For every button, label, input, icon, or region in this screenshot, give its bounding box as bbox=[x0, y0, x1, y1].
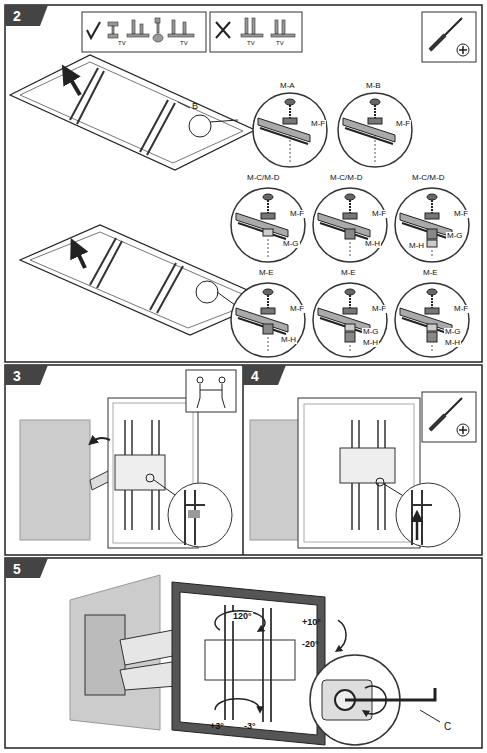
detail-circle bbox=[395, 188, 469, 262]
part-label: M-B bbox=[366, 82, 381, 90]
part-label: TV bbox=[247, 40, 255, 46]
step-number: 3 bbox=[13, 369, 21, 383]
part-label: M-E bbox=[259, 269, 274, 277]
part-label: M-C/M-D bbox=[247, 174, 279, 182]
part-label: B bbox=[192, 102, 198, 111]
part-label: 120° bbox=[232, 612, 253, 621]
part-label: M-C/M-D bbox=[412, 174, 444, 182]
detail-circle bbox=[395, 283, 469, 357]
detail-circle bbox=[253, 93, 327, 167]
part-label: M-G bbox=[362, 328, 380, 336]
part-label: M-G bbox=[444, 328, 462, 336]
step-number: 2 bbox=[13, 9, 21, 23]
step-number: 5 bbox=[13, 562, 21, 576]
part-label: -20° bbox=[302, 640, 319, 649]
part-label: M-F bbox=[453, 210, 469, 218]
part-label: M-C/M-D bbox=[330, 174, 362, 182]
detail-circle bbox=[231, 283, 305, 357]
part-label: M-H bbox=[362, 339, 379, 347]
part-label: +10° bbox=[302, 618, 321, 627]
part-label: TV bbox=[276, 40, 284, 46]
part-label: M-H bbox=[364, 240, 381, 248]
part-label: M-E bbox=[341, 269, 356, 277]
part-label: -3° bbox=[244, 722, 256, 731]
part-label: M-A bbox=[280, 82, 295, 90]
part-label: M-F bbox=[289, 210, 305, 218]
part-label: +3° bbox=[210, 722, 224, 731]
part-label: M-H bbox=[408, 242, 425, 250]
part-label: M-H bbox=[444, 339, 461, 347]
part-label: M-G bbox=[282, 240, 300, 248]
part-label: TV bbox=[118, 40, 126, 46]
detail-circle bbox=[231, 188, 305, 262]
detail-circle bbox=[313, 188, 387, 262]
part-label: M-H bbox=[280, 336, 297, 344]
part-label: M-F bbox=[453, 305, 469, 313]
part-label: M-F bbox=[289, 305, 305, 313]
detail-circle bbox=[313, 283, 387, 357]
part-label: M-F bbox=[371, 210, 387, 218]
part-label: M-F bbox=[395, 120, 411, 128]
step-number: 4 bbox=[251, 369, 259, 383]
part-label: M-G bbox=[446, 232, 464, 240]
part-label: M-F bbox=[310, 120, 326, 128]
part-label: M-E bbox=[423, 269, 438, 277]
part-label: M-F bbox=[371, 305, 387, 313]
part-label: TV bbox=[180, 40, 188, 46]
detail-circle bbox=[338, 93, 412, 167]
part-label: C bbox=[444, 722, 451, 732]
